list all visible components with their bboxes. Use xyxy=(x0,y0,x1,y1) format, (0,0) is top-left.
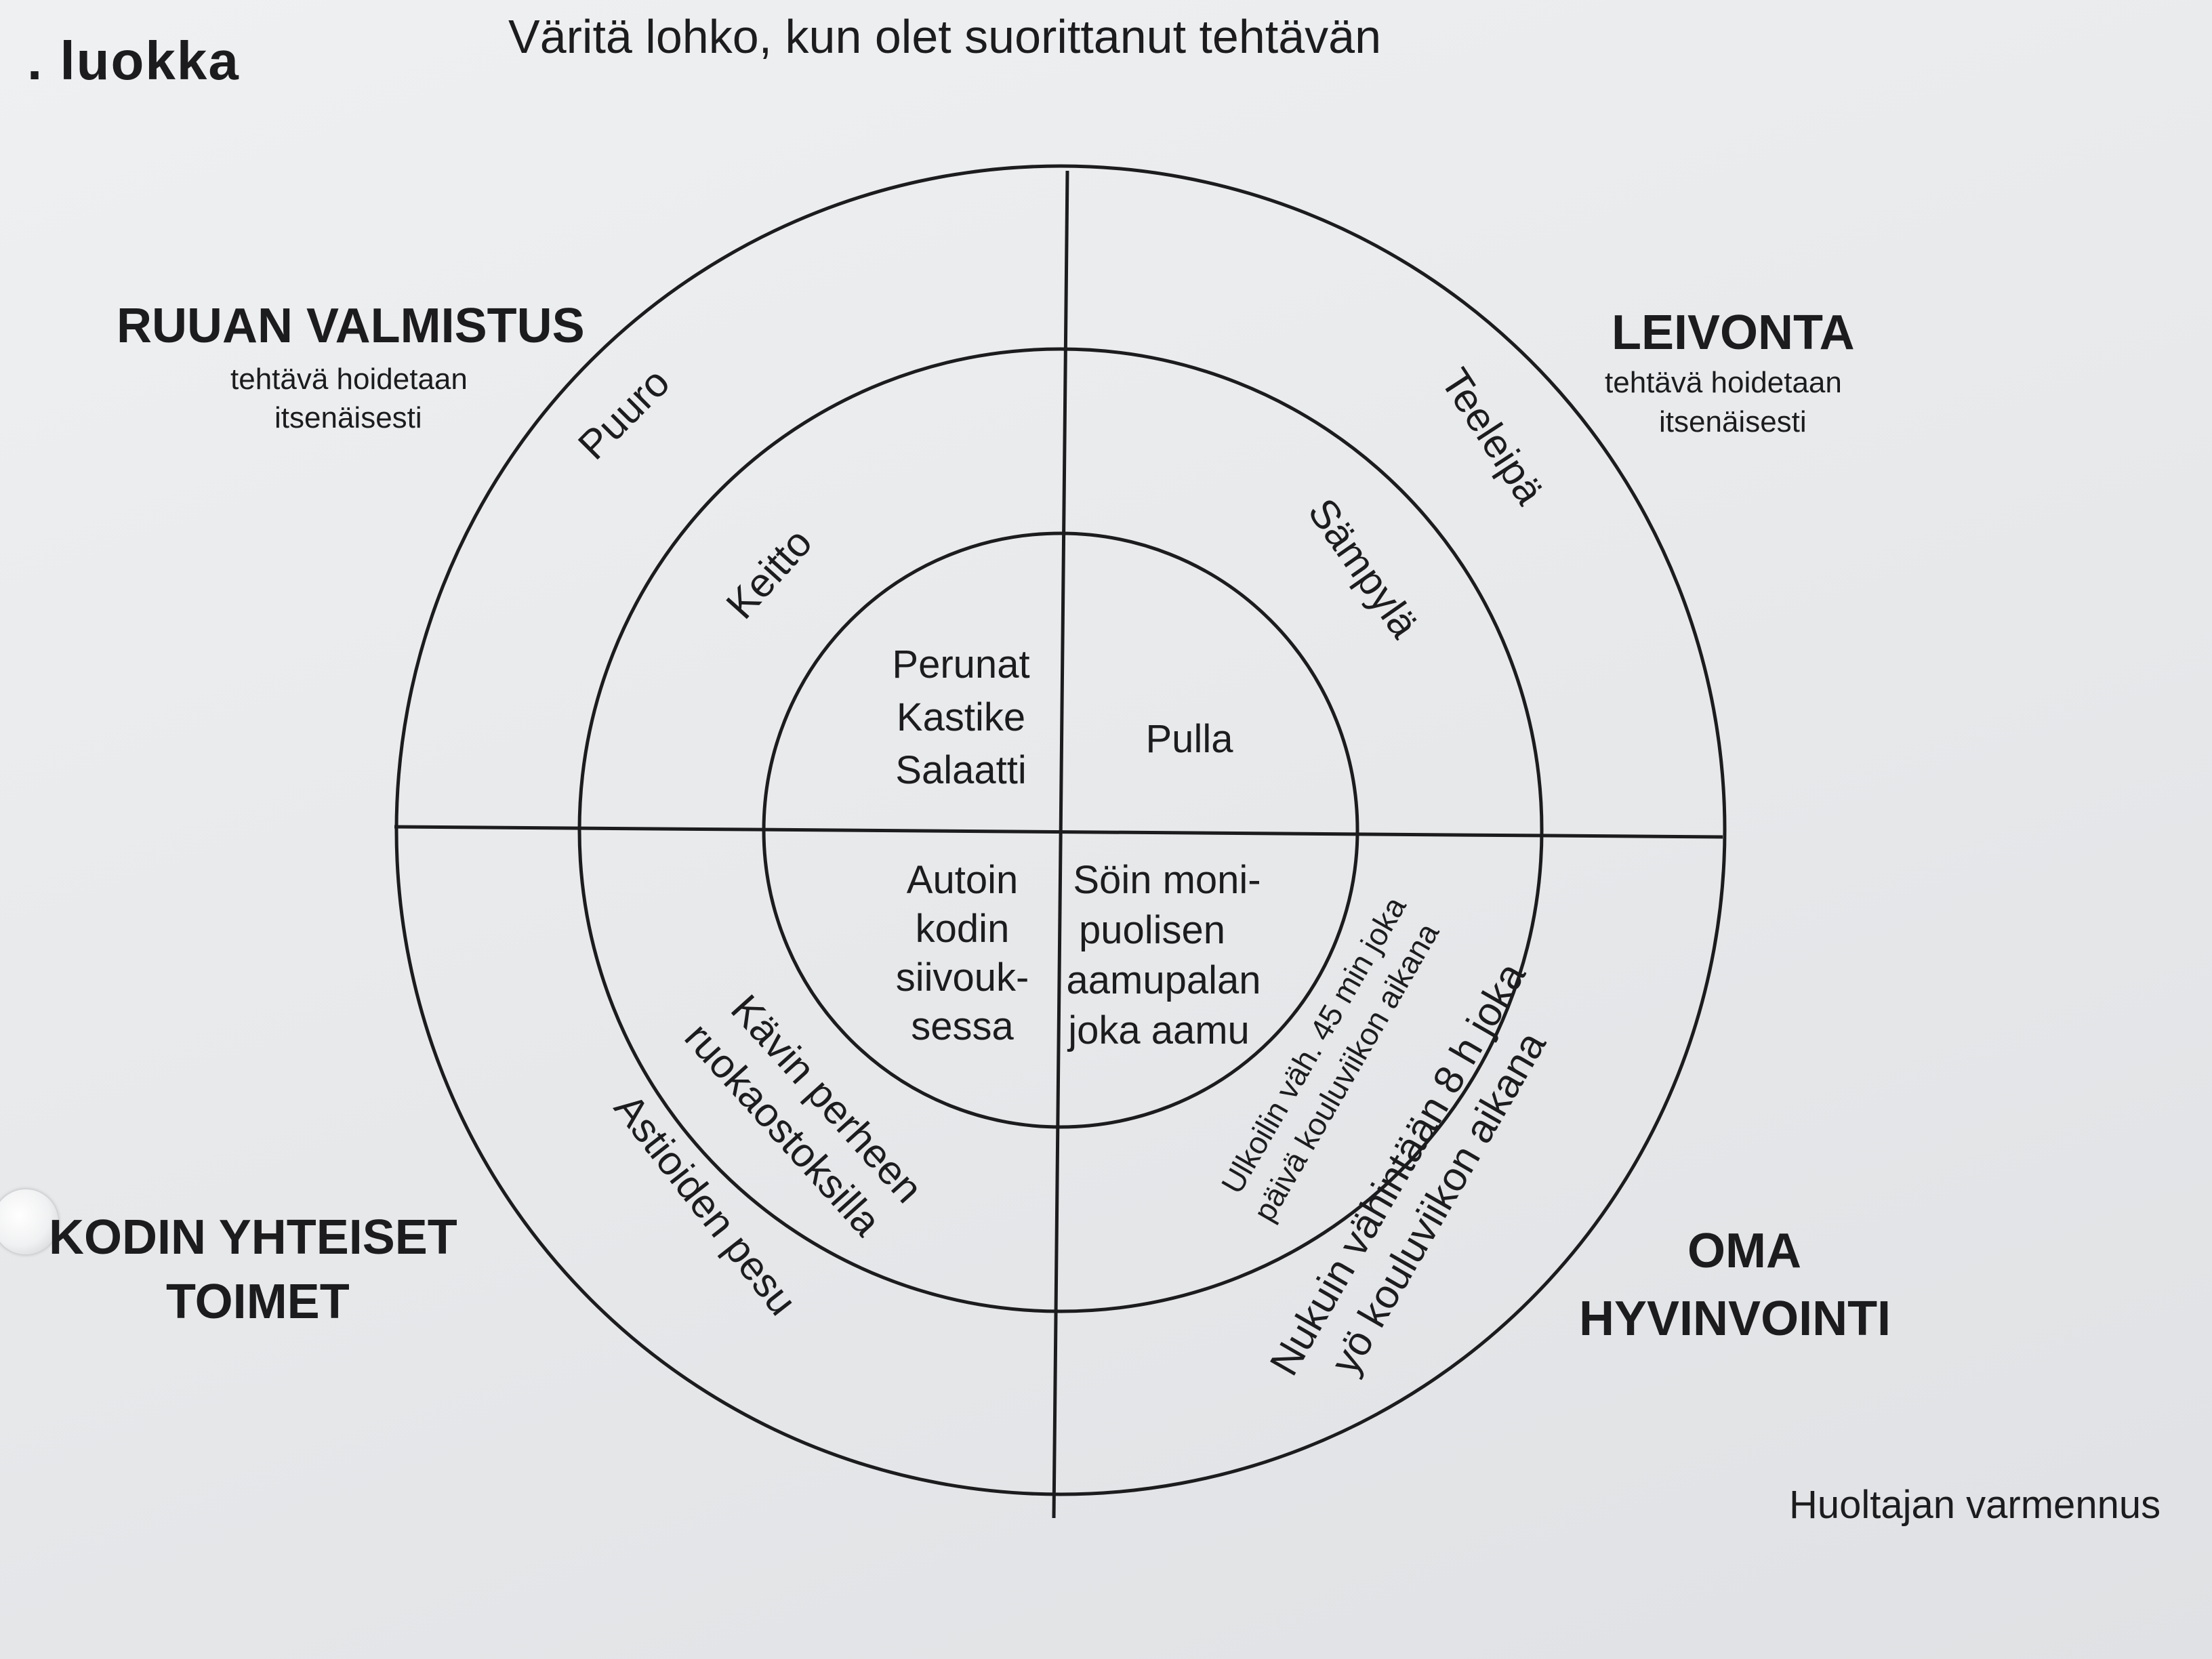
task-soin-line-4[interactable]: joka aamu xyxy=(1067,1008,1250,1052)
task-puuro[interactable]: Puuro xyxy=(569,359,678,468)
task-sampyla[interactable]: Sämpylä xyxy=(1299,490,1427,646)
task-kastike[interactable]: Kastike xyxy=(897,695,1025,739)
vertical-divider xyxy=(1052,170,1069,1519)
task-autoin-line-1[interactable]: Autoin xyxy=(907,858,1018,902)
guardian-verification-label: Huoltajan varmennus xyxy=(1789,1483,2161,1527)
instruction-text: Väritä lohko, kun olet suorittanut tehtä… xyxy=(508,10,1382,63)
class-label: . luokka xyxy=(27,30,240,91)
task-autoin-line-4[interactable]: sessa xyxy=(911,1004,1014,1048)
category-oma-line-2: HYVINVOINTI xyxy=(1579,1292,1891,1346)
task-keitto[interactable]: Keitto xyxy=(718,520,821,628)
task-autoin-line-2[interactable]: kodin xyxy=(916,907,1010,951)
category-leivonta: LEIVONTA xyxy=(1612,306,1855,360)
horizontal-divider xyxy=(394,825,1723,839)
task-salaatti[interactable]: Salaatti xyxy=(895,748,1026,792)
task-soin-line-3[interactable]: aamupalan xyxy=(1067,958,1261,1002)
category-leivonta-note-1: tehtävä hoidetaan xyxy=(1605,366,1842,399)
task-autoin-line-3[interactable]: siivouk- xyxy=(896,956,1029,1000)
category-kodin-line-2: TOIMET xyxy=(166,1275,350,1329)
task-perunat[interactable]: Perunat xyxy=(892,642,1029,687)
punch-hole xyxy=(0,1189,58,1254)
category-kodin-line-1: KODIN YHTEISET xyxy=(49,1210,457,1265)
task-teeleipa[interactable]: Teeleipä xyxy=(1432,361,1553,512)
middle-ring xyxy=(577,347,1544,1313)
task-pulla[interactable]: Pulla xyxy=(1146,717,1234,761)
task-soin-line-2[interactable]: puolisen xyxy=(1079,908,1225,952)
category-ruuan-valmistus: RUUAN VALMISTUS xyxy=(117,299,585,353)
outer-ring xyxy=(394,164,1727,1496)
category-ruuan-note-2: itsenäisesti xyxy=(274,401,422,434)
category-leivonta-note-2: itsenäisesti xyxy=(1659,405,1807,438)
category-oma-line-1: OMA xyxy=(1687,1224,1801,1278)
category-ruuan-note-1: tehtävä hoidetaan xyxy=(230,363,468,396)
task-soin-line-1[interactable]: Söin moni- xyxy=(1073,858,1261,902)
